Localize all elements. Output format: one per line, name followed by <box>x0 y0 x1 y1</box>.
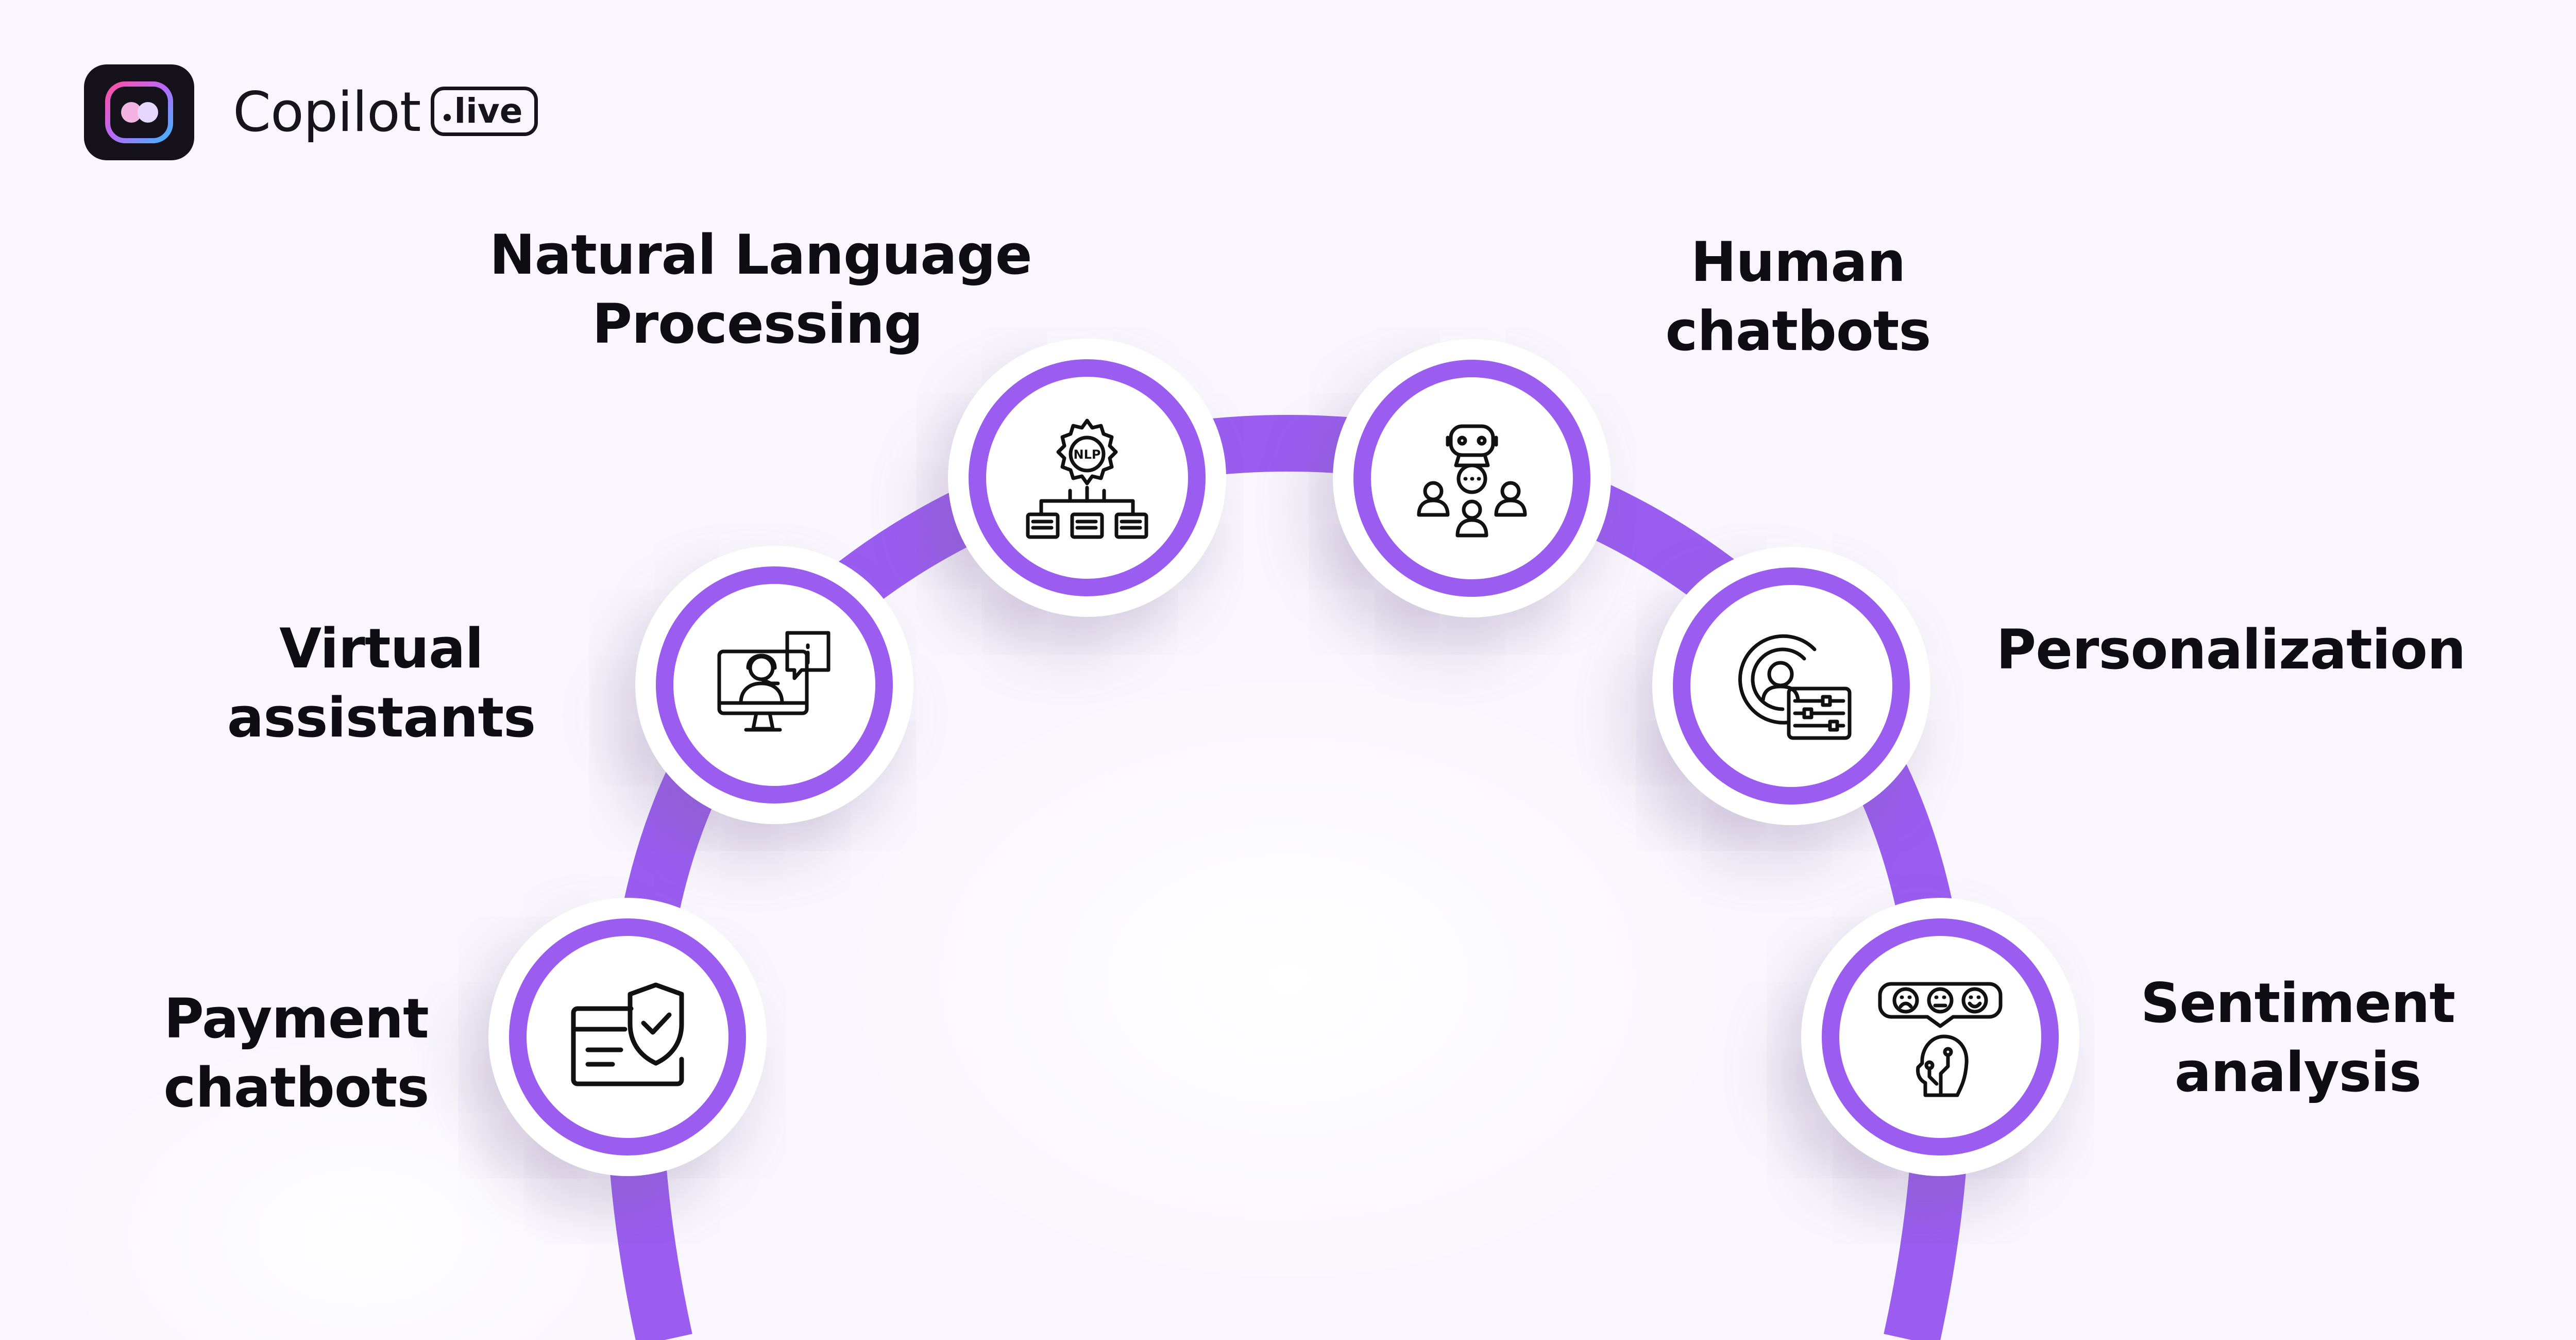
label-line: analysis <box>2174 1041 2421 1104</box>
label-line: chatbots <box>1665 299 1931 363</box>
emotion-faces-head-icon <box>1878 982 2003 1097</box>
brand-badge: live <box>431 87 538 136</box>
label-line: Processing <box>592 292 923 356</box>
card-shield-icon <box>571 982 684 1086</box>
badge-text: live <box>454 91 523 131</box>
node-ring <box>656 566 893 803</box>
label-line: chatbots <box>163 1056 430 1119</box>
label-personalization: Personalization <box>1994 615 2468 684</box>
brand-name: Copilot <box>233 80 421 144</box>
node-sentiment-analysis[interactable] <box>1801 898 2079 1176</box>
label-payment-chatbots: Payment chatbots <box>155 984 438 1123</box>
label-line: assistants <box>227 686 536 749</box>
brand-logo[interactable]: Copilot live <box>84 64 538 160</box>
label-natural-language-processing: Natural Language Processing <box>489 221 1032 359</box>
label-line: Virtual <box>279 617 484 680</box>
node-human-chatbots[interactable] <box>1333 339 1611 617</box>
node-personalization[interactable] <box>1652 547 1930 825</box>
label-human-chatbots: Human chatbots <box>1623 228 1973 366</box>
node-ring <box>509 918 746 1155</box>
copilot-logo-icon <box>105 81 173 143</box>
user-target-sliders-icon <box>1738 634 1852 740</box>
robot-with-people-icon <box>1417 424 1527 538</box>
node-ring <box>1822 918 2059 1155</box>
support-agent-monitor-icon <box>717 631 831 732</box>
svg-text:NLP: NLP <box>1074 447 1101 462</box>
label-line: Human <box>1690 230 1906 294</box>
label-line: Personalization <box>1996 618 2466 681</box>
label-sentiment-analysis: Sentiment analysis <box>2123 969 2473 1107</box>
label-line: Sentiment <box>2140 971 2455 1035</box>
node-virtual-assistants[interactable] <box>635 546 913 824</box>
label-line: Payment <box>164 987 429 1050</box>
label-virtual-assistants: Virtual assistants <box>227 614 536 752</box>
node-ring <box>1353 360 1590 597</box>
label-line: Natural Language <box>489 223 1032 287</box>
nlp-gear-network-icon: NLP <box>1026 418 1148 539</box>
node-payment-chatbots[interactable] <box>488 898 767 1176</box>
node-ring <box>1673 567 1910 805</box>
node-ring: NLP <box>969 359 1206 596</box>
arc-path <box>606 414 1970 1340</box>
logo-tile <box>84 64 194 160</box>
badge-dot <box>444 114 451 121</box>
node-natural-language-processing[interactable]: NLP <box>948 339 1226 617</box>
